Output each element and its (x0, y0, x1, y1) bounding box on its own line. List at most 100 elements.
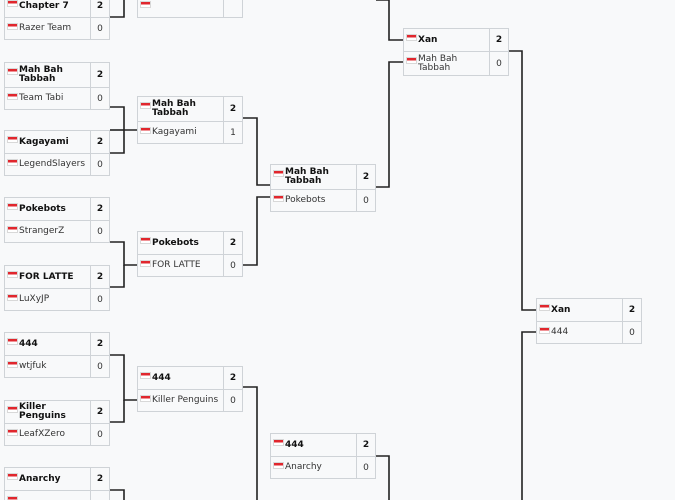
team-score: 2 (90, 0, 109, 17)
team-score: 2 (90, 63, 109, 87)
team-name: 444 (152, 372, 171, 383)
country-flag-icon (140, 127, 151, 134)
team-name: Xan (551, 304, 571, 315)
team-row[interactable]: Killer Penguins 0 (138, 389, 242, 411)
team-cell: Pokebots (138, 232, 223, 254)
country-flag-icon (7, 159, 18, 166)
team-score: 2 (622, 299, 641, 321)
country-flag-icon (140, 102, 151, 109)
team-cell (5, 491, 90, 500)
team-name: Xan (418, 34, 438, 45)
team-cell: LegendSlayers (5, 154, 90, 175)
team-cell: Team Tabi (5, 88, 90, 109)
team-cell (138, 0, 223, 17)
team-score: 2 (356, 165, 375, 189)
team-cell: 444 (5, 333, 90, 355)
team-score: 2 (223, 232, 242, 254)
country-flag-icon (7, 429, 18, 436)
team-row[interactable] (5, 490, 109, 500)
team-name: Pokebots (285, 195, 326, 205)
country-flag-icon (7, 271, 18, 278)
team-row[interactable]: LegendSlayers 0 (5, 153, 109, 175)
team-score: 2 (356, 434, 375, 456)
team-score: 0 (223, 255, 242, 276)
match-r2m0[interactable] (137, 0, 243, 18)
country-flag-icon (273, 462, 284, 469)
team-name: Pokebots (19, 203, 66, 214)
team-cell: Mah Bah Tabbah (271, 165, 356, 189)
team-score: 2 (90, 198, 109, 220)
country-flag-icon (7, 0, 18, 7)
country-flag-icon (7, 361, 18, 368)
team-row[interactable]: 444 2 (138, 367, 242, 389)
team-name: Pokebots (152, 237, 199, 248)
team-cell: Pokebots (5, 198, 90, 220)
team-score: 2 (223, 367, 242, 389)
team-name: Kagayami (19, 136, 69, 147)
team-cell: StrangerZ (5, 221, 90, 242)
team-score: 2 (90, 401, 109, 423)
team-score: 0 (90, 154, 109, 175)
team-row[interactable]: Pokebots 2 (138, 232, 242, 254)
team-cell: Killer Penguins (138, 390, 223, 411)
team-score: 0 (223, 390, 242, 411)
country-flag-icon (140, 372, 151, 379)
team-cell: LuXyJP (5, 289, 90, 310)
team-row[interactable] (138, 0, 242, 17)
team-name: Kagayami (152, 127, 197, 137)
team-name: Killer Penguins (152, 395, 219, 405)
team-row[interactable]: Pokebots 2 (5, 198, 109, 220)
country-flag-icon (7, 136, 18, 143)
team-score: 2 (90, 266, 109, 288)
team-name: LegendSlayers (19, 159, 86, 169)
country-flag-icon (140, 1, 151, 8)
team-name: wtjfuk (19, 361, 47, 371)
team-name: Mah Bah Tabbah (152, 99, 196, 118)
country-flag-icon (140, 237, 151, 244)
team-row[interactable]: Kagayami 2 (5, 131, 109, 153)
team-score: 2 (90, 131, 109, 153)
team-cell: Mah Bah Tabbah (138, 97, 223, 121)
country-flag-icon (7, 473, 18, 480)
team-score: 0 (90, 88, 109, 109)
team-row[interactable]: Xan 2 (537, 299, 641, 321)
